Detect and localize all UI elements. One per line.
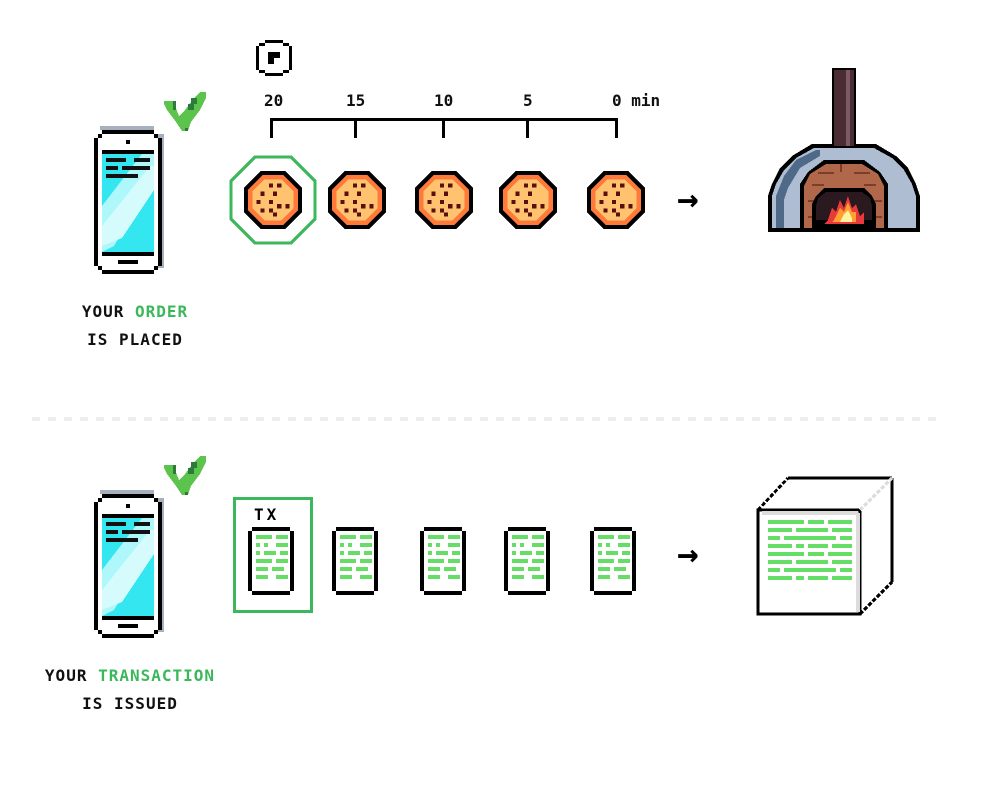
tick-label: 20 (264, 91, 284, 110)
caption-highlight: ORDER (135, 302, 189, 321)
order-caption: YOUR ORDER IS PLACED (40, 298, 230, 354)
transaction-doc-icon (590, 527, 636, 595)
transaction-caption: YOUR TRANSACTION IS ISSUED (20, 662, 240, 718)
arrow-icon: → (677, 179, 699, 220)
timeline-tick (442, 118, 445, 138)
block-icon (756, 476, 894, 616)
caption-prefix: YOUR (44, 666, 88, 685)
transaction-doc-icon (248, 527, 294, 595)
block-content-lines (768, 520, 852, 580)
clock-icon (256, 40, 292, 76)
transaction-doc-icon (332, 527, 378, 595)
pizza-oven-icon (768, 68, 920, 232)
checkmark-icon (164, 92, 206, 131)
tick-label: 0 min (612, 91, 661, 110)
tick-label: 10 (434, 91, 454, 110)
selected-highlight (233, 497, 313, 613)
section-divider (32, 417, 938, 421)
selected-highlight (229, 155, 317, 245)
caption-line2: IS ISSUED (82, 694, 178, 713)
pizza-icon (328, 171, 386, 229)
pizza-icon (244, 171, 302, 229)
transaction-doc-icon (504, 527, 550, 595)
caption-line2: IS PLACED (87, 330, 183, 349)
pizza-icon (587, 171, 645, 229)
timeline-tick (354, 118, 357, 138)
pizza-icon (499, 171, 557, 229)
timeline-tick (615, 118, 618, 138)
timeline-tick (526, 118, 529, 138)
tick-label: 15 (346, 91, 366, 110)
caption-prefix: YOUR (81, 302, 125, 321)
pizza-icon (415, 171, 473, 229)
arrow-icon: → (677, 534, 699, 575)
phone-icon (94, 126, 164, 274)
timeline-tick (270, 118, 273, 138)
tx-label: TX (254, 505, 280, 524)
tick-label: 5 (523, 91, 533, 110)
checkmark-icon (164, 456, 206, 495)
phone-icon (94, 490, 164, 638)
caption-highlight: TRANSACTION (98, 666, 216, 685)
transaction-doc-icon (420, 527, 466, 595)
